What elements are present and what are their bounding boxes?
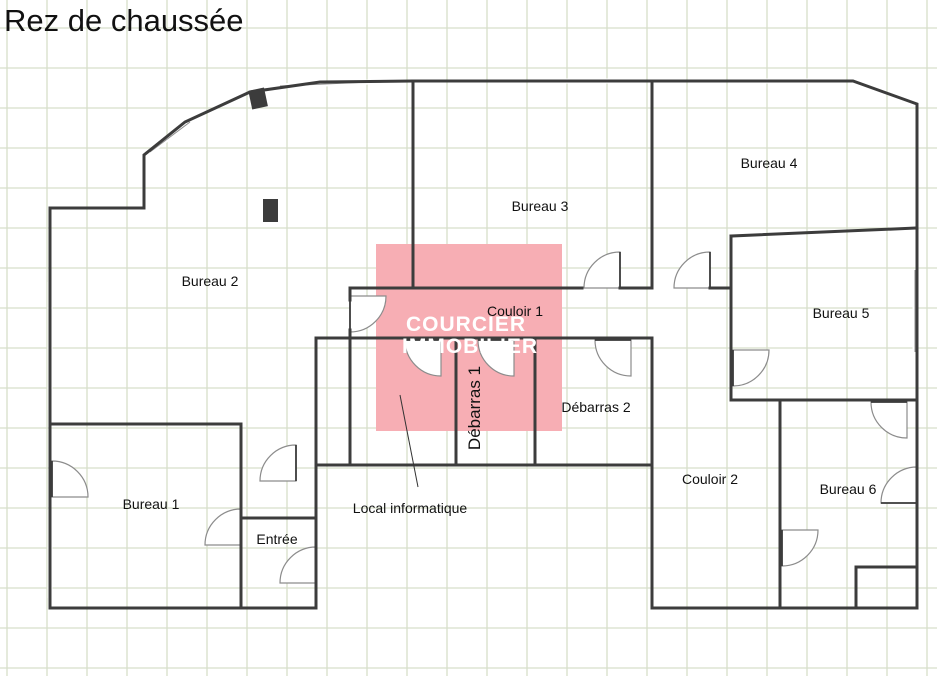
pillar <box>263 199 278 222</box>
room-label-bureau-2: Bureau 2 <box>182 273 239 289</box>
exterior-wall <box>48 463 318 610</box>
label-leader-line <box>399 394 419 488</box>
door-swing <box>673 251 711 289</box>
wall <box>314 336 654 467</box>
door-swing <box>349 295 387 333</box>
window-pane <box>149 121 191 153</box>
door-swing <box>870 401 908 439</box>
room-label-couloir-1: Couloir 1 <box>487 303 543 319</box>
wall <box>729 226 919 238</box>
door-swing <box>51 460 89 498</box>
room-label-bureau-4: Bureau 4 <box>741 155 798 171</box>
exterior-wall <box>650 226 919 610</box>
plan-title: Rez de chaussée <box>4 3 244 38</box>
door-swing <box>880 466 918 504</box>
door-swing <box>204 508 242 546</box>
pillar <box>248 87 268 110</box>
door-swing <box>259 444 297 482</box>
door-swing <box>594 339 632 377</box>
room-label-debarras-2: Débarras 2 <box>561 399 630 415</box>
door-swing <box>404 339 442 377</box>
wall <box>854 565 919 610</box>
room-label-debarras-1: Débarras 1 <box>465 366 484 450</box>
exterior-wall <box>48 79 919 610</box>
doors <box>51 251 918 584</box>
door-swing <box>732 349 770 387</box>
room-label-bureau-3: Bureau 3 <box>512 198 569 214</box>
wall <box>729 234 919 402</box>
door-swing <box>279 546 317 584</box>
door-swing <box>477 339 515 377</box>
room-label-entree: Entrée <box>256 531 297 547</box>
room-label-bureau-6: Bureau 6 <box>820 481 877 497</box>
room-label-couloir-2: Couloir 2 <box>682 471 738 487</box>
watermark-line-2: IMMOBILIER <box>402 335 538 358</box>
wall <box>48 422 243 610</box>
room-label-bureau-5: Bureau 5 <box>813 305 870 321</box>
room-label-local-informatique: Local informatique <box>353 500 468 516</box>
door-swing <box>781 529 819 567</box>
walls <box>48 79 919 610</box>
watermark-line-1: COURCIER <box>406 313 526 336</box>
room-label-bureau-1: Bureau 1 <box>123 496 180 512</box>
door-swing <box>583 251 621 289</box>
